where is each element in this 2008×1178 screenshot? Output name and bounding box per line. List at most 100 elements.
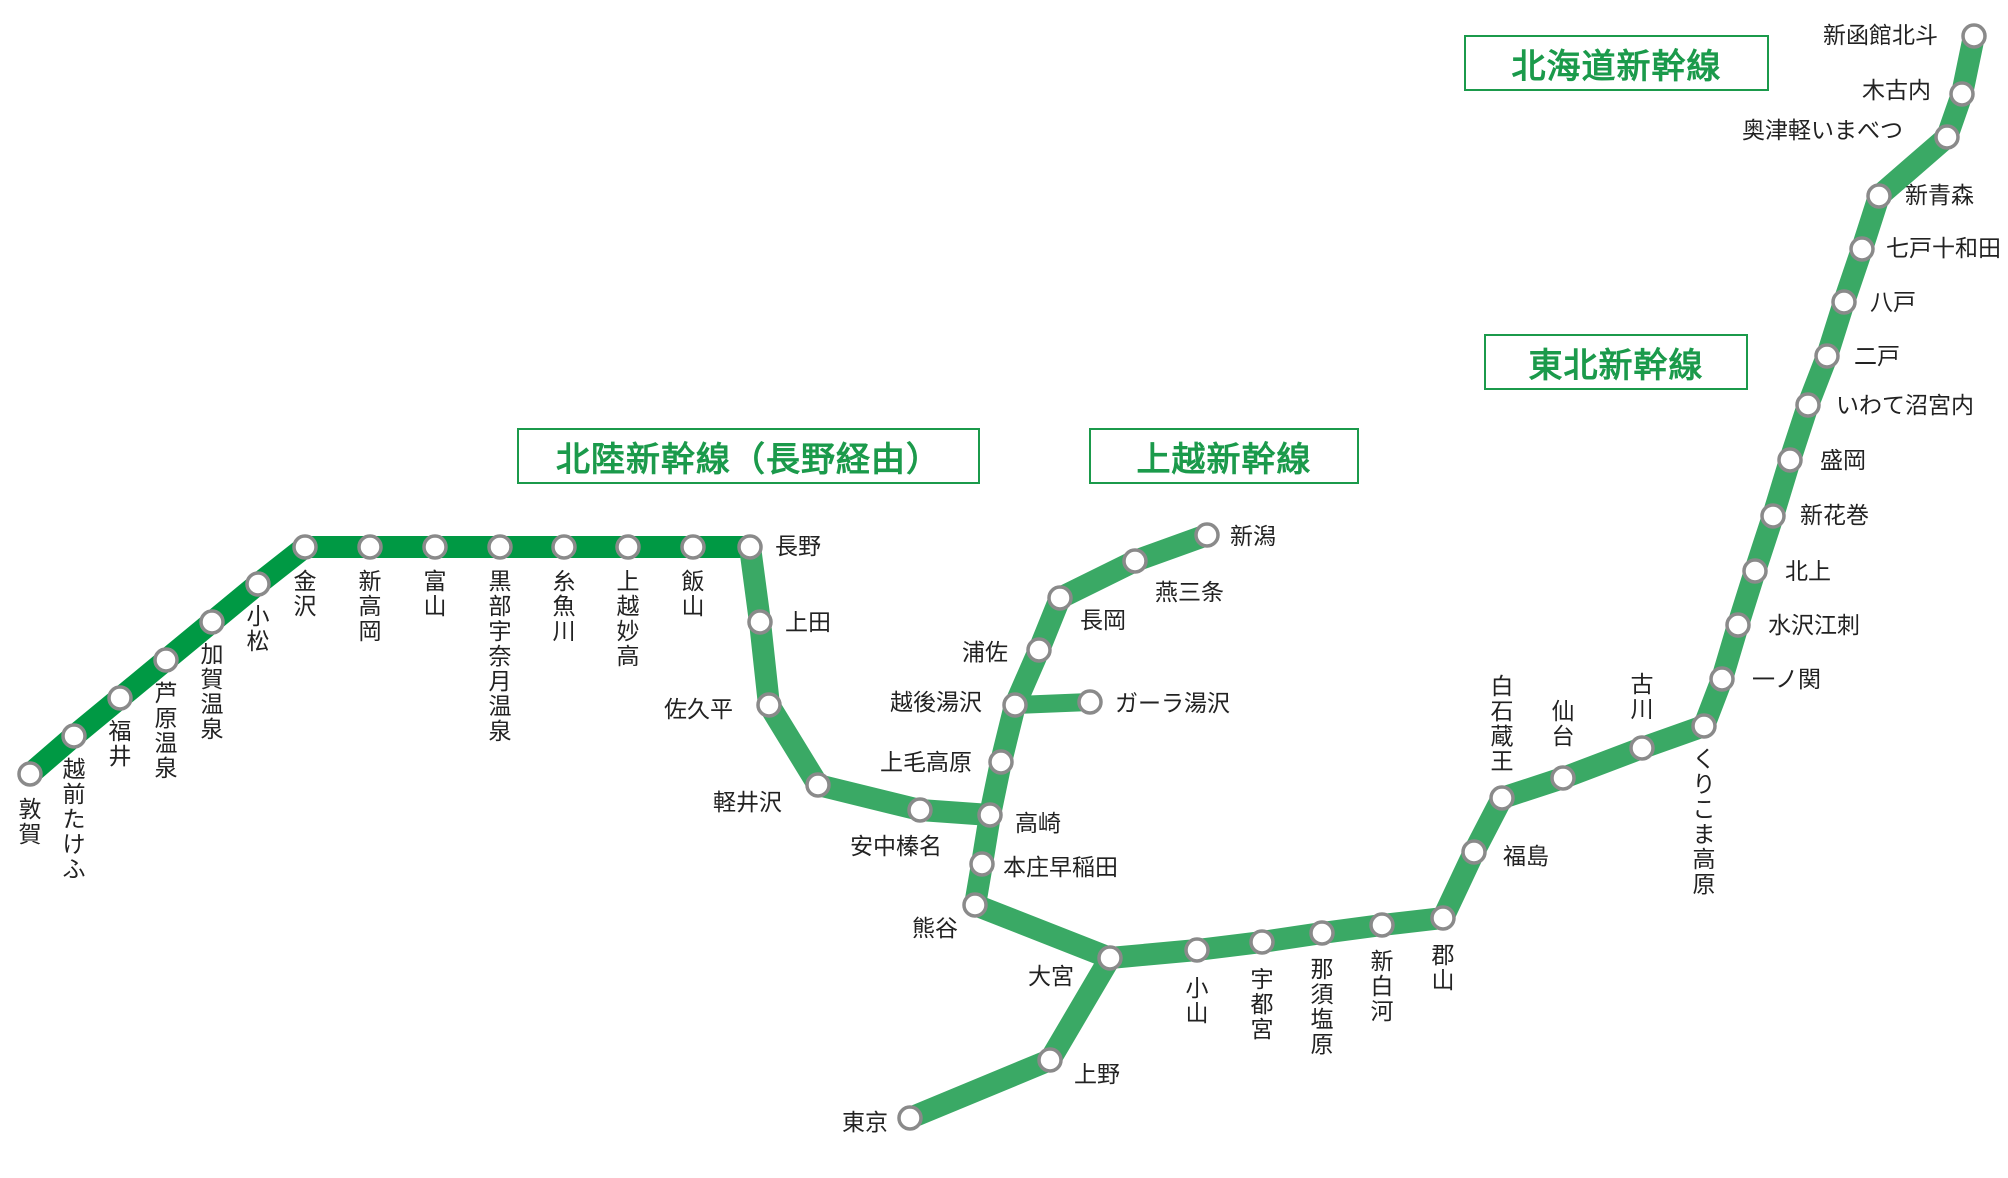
station-iwate [1795,392,1821,418]
label-itoigawa: 糸魚川 [552,569,576,645]
label-iwate: いわて沼宮内 [1836,393,1974,419]
station-morioka [1777,447,1803,473]
label-urasa: 浦佐 [962,640,1008,666]
station-nagaoka [1047,585,1073,611]
station-kikonai [1949,81,1975,107]
station-kurobe [487,534,513,560]
label-fukui: 福井 [108,719,132,770]
label-iiyama: 飯山 [681,569,705,620]
station-sendai [1550,765,1576,791]
station-ueno [1037,1047,1063,1073]
label-honjo: 本庄早稲田 [1003,855,1118,881]
station-niigata [1194,522,1220,548]
label-shinhanamaki: 新花巻 [1800,503,1869,529]
station-koriyama [1430,905,1456,931]
station-kagaonsen [199,609,225,635]
label-shichinohe: 七戸十和田 [1886,236,2001,262]
station-iiyama [680,534,706,560]
label-jomokogen: 上毛高原 [880,750,972,776]
station-fukushima [1461,839,1487,865]
station-tokyo [897,1105,923,1131]
label-takasaki: 高崎 [1015,811,1061,837]
station-shinhakodatehokuto [1961,23,1987,49]
station-mizusawa [1725,612,1751,638]
station-tsubame [1122,548,1148,574]
label-toyama: 富山 [423,569,447,620]
label-ichinoseki: 一ノ関 [1752,667,1821,693]
station-kitakami [1742,558,1768,584]
station-shichinohe [1849,236,1875,262]
station-itoigawa [551,534,577,560]
station-furukawa [1629,735,1655,761]
line-title-hokkaido: 北海道新幹線 [1464,35,1769,91]
station-honjo [969,851,995,877]
station-tsuruga [17,761,43,787]
label-shiroishi: 白石蔵王 [1490,674,1514,775]
label-tsubame: 燕三条 [1155,580,1224,606]
label-kanazawa: 金沢 [293,569,317,620]
label-furukawa: 古川 [1630,672,1654,723]
station-nasushiobara [1309,920,1335,946]
station-okutsugaru [1934,124,1960,150]
station-karuizawa [805,772,831,798]
station-utsunomiya [1249,929,1275,955]
tohoku-line-top [1868,25,1985,207]
label-ueno: 上野 [1074,1062,1120,1088]
station-jomokogen [988,749,1014,775]
station-hachinohe [1831,289,1857,315]
label-tokyo: 東京 [842,1110,888,1136]
label-sakudaira: 佐久平 [664,697,733,723]
label-komatsu: 小松 [246,604,270,655]
line-title-hokuriku: 北陸新幹線（長野経由） [517,428,980,484]
label-mizusawa: 水沢江刺 [1768,613,1860,639]
label-kurobe: 黒部宇奈月温泉 [488,569,512,745]
station-sakudaira [756,692,782,718]
label-galayuzawa: ガーラ湯沢 [1115,691,1230,717]
label-nasushiobara: 那須塩原 [1310,957,1334,1058]
label-sendai: 仙台 [1551,699,1575,750]
station-komatsu [245,571,271,597]
label-okutsugaru: 奥津軽いまべつ [1742,118,1903,144]
label-kitakami: 北上 [1785,559,1831,585]
station-joetsumyoko [615,534,641,560]
label-annaka: 安中榛名 [850,834,942,860]
label-awaraonsen: 芦原温泉 [154,681,178,782]
station-echigoyuzawa [1002,692,1028,718]
label-nagano: 長野 [775,534,821,560]
station-galayuzawa [1077,689,1103,715]
station-toyama [422,534,448,560]
label-ueda: 上田 [785,610,831,636]
station-shinaomori [1866,183,1892,209]
label-fukushima: 福島 [1503,844,1549,870]
station-annaka [907,797,933,823]
label-shinshirakawa: 新白河 [1370,949,1394,1025]
station-shinhanamaki [1760,503,1786,529]
label-hachinohe: 八戸 [1870,290,1916,316]
station-echizen [61,723,87,749]
station-markers [17,23,1987,1131]
station-shiroishi [1489,785,1515,811]
station-kanazawa [292,534,318,560]
label-nagaoka: 長岡 [1080,608,1126,634]
station-takasaki [977,802,1003,828]
station-shintakaoka [357,534,383,560]
station-urasa [1026,637,1052,663]
label-shintakaoka: 新高岡 [358,569,382,645]
line-title-tohoku: 東北新幹線 [1484,334,1748,390]
label-kumagaya: 熊谷 [912,916,958,942]
label-kagaonsen: 加賀温泉 [200,642,224,743]
label-omiya: 大宮 [1028,964,1074,990]
station-omiya [1097,945,1123,971]
label-joetsumyoko: 上越妙高 [616,569,640,670]
station-shinshirakawa [1369,912,1395,938]
label-tsuruga: 敦賀 [18,797,42,848]
station-ueda [747,609,773,635]
label-shinhakodatehokuto: 新函館北斗 [1823,23,1938,49]
label-shinaomori: 新青森 [1905,183,1974,209]
station-oyama [1184,937,1210,963]
label-echizen: 越前たけふ [62,757,86,883]
label-koriyama: 郡山 [1431,943,1455,994]
station-kurikoma [1691,713,1717,739]
label-ninohe: 二戸 [1854,344,1900,370]
